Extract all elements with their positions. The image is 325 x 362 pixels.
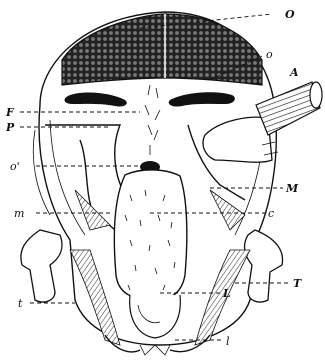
label-T: T [293,277,302,290]
label-c: c [268,207,274,220]
label-F: F [5,106,15,119]
label-A: A [289,66,299,79]
label-L: L [222,287,231,300]
compound-eyes [62,14,262,85]
label-o: o [266,48,273,61]
label-P: P [5,121,15,134]
label-O: O [285,8,295,21]
labrum [114,170,187,300]
label-t: t [18,297,23,310]
label-l: l [226,335,230,348]
label-M: M [285,182,299,195]
label-o-prime: o' [10,160,20,173]
label-m: m [14,207,24,220]
frons-bristles [145,85,160,155]
